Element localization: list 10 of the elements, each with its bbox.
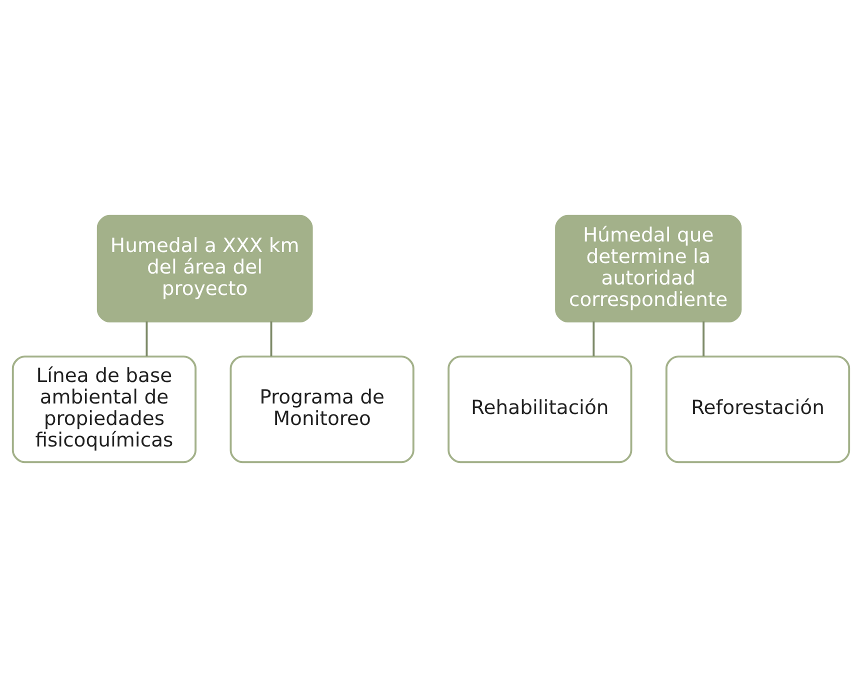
node-box: Reforestación [665,355,850,463]
connector [146,320,148,356]
node-box: Línea de base ambiental de propiedades fisicoquímicas [12,355,197,463]
connector [270,320,272,356]
node-box: Programa de Monitoreo [230,355,414,463]
node-box: Húmedal que determine la autoridad correspondiente [555,214,742,322]
node-box: Humedal a XXX km del área del proyecto [96,214,313,322]
connector [592,320,595,356]
connector [702,320,705,356]
node-box: Rehabilitación [448,355,632,463]
